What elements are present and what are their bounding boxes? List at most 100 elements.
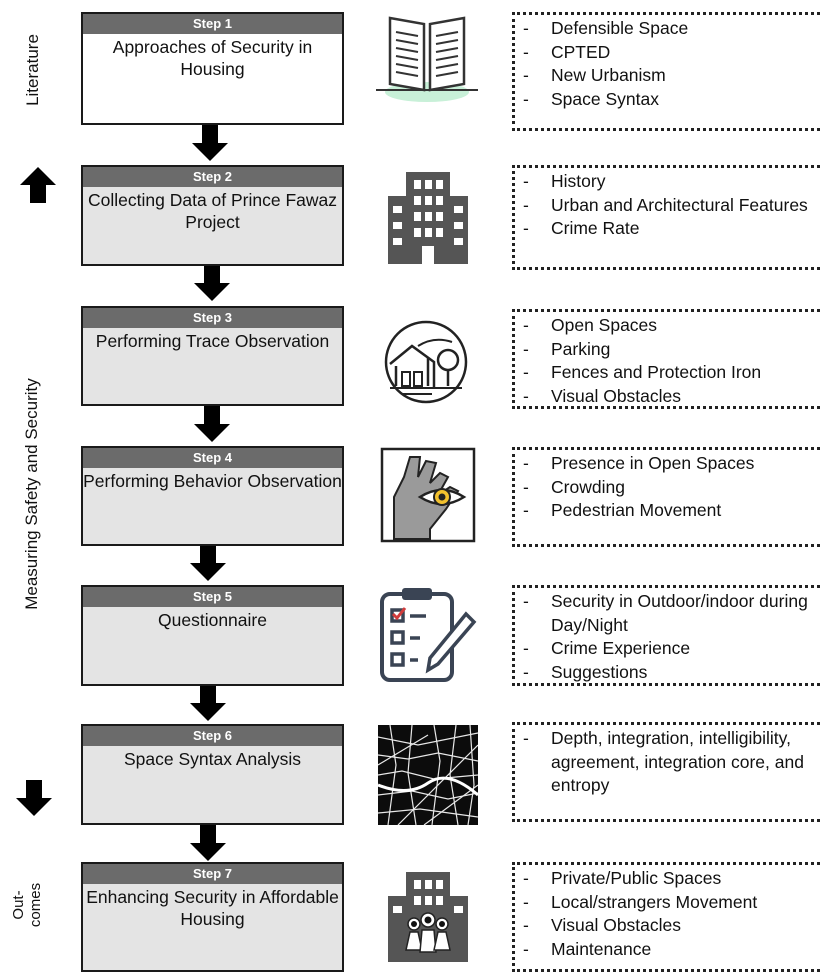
list-item: - New Urbanism [523,64,823,88]
list-item-text: Depth, integration, intelligibility, agr… [551,728,804,795]
list-item: - History [523,170,823,194]
list-bullet: - [523,638,529,658]
list-item-text: History [551,171,606,191]
list-item: -Suggestions [523,661,823,685]
step-3-box: Step 3 Performing Trace Observation [81,306,344,406]
list-item: - Defensible Space [523,17,823,41]
step-1-header: Step 1 [83,14,342,34]
list-item-text: Pedestrian Movement [551,500,722,520]
list-item-text: Security in Outdoor/indoor during Day/Ni… [551,591,808,635]
list-bullet: - [523,18,529,38]
list-bullet: - [523,218,529,238]
list-item-text: Crime Experience [551,638,691,658]
up-arrow-icon [20,167,56,203]
list-item: - Depth, integration, intelligibility, ag… [523,727,823,798]
step-5-details: - Security in Outdoor/indoor during Day/N… [512,585,823,686]
list-bullet: - [523,315,529,335]
list-item: - Space Syntax [523,88,823,112]
list-item-text: Fences and Protection Iron [551,362,762,382]
list-item: - Visual Obstacles [523,385,823,409]
list-item: - Pedestrian Movement [523,499,823,523]
side-label-outcomes: Out- comes [10,875,44,935]
list-item: - Security in Outdoor/indoor during Day/N… [523,590,823,637]
list-item: - Urban and Architectural Features [523,194,823,218]
list-item-text: Urban and Architectural Features [551,194,808,215]
landscape-circle-icon [384,320,468,404]
side-label-outcomes-line2: comes [27,882,44,928]
step-2-details: - History - Urban and Architectural Featur… [512,165,823,270]
list-item-text: Private/Public Spaces [551,868,722,888]
list-bullet: - [523,385,529,406]
step-4-box: Step 4 Performing Behavior Observation [81,446,344,546]
list-bullet: - [523,661,529,682]
list-item: -CPTED [523,41,823,65]
list-item: -Private/Public Spaces [523,867,823,891]
step-1-details: -Defensible Space -CPTED -New Urbanism -… [512,12,823,131]
side-label-outcomes-line1: Out- [10,890,27,920]
list-bullet: - [523,88,529,109]
list-item-text: Space Syntax [551,88,659,109]
list-item: -Presence in Open Spaces [523,452,823,476]
step-6-title: Space Syntax Analysis [123,749,302,769]
list-item: - Crime Rate [523,217,823,241]
flow-arrow-3-4 [194,406,230,442]
list-item: - Local/strangers Movement [523,891,823,915]
list-bullet: - [523,194,529,215]
step-6-box: Step 6 Space Syntax Analysis [81,724,344,825]
list-item: - Maintenance [523,938,823,962]
step-7-box: Step 7 Enhancing Security in Affordable … [81,862,344,972]
building-icon [388,172,468,264]
step-2-header: Step 2 [83,167,342,187]
step-5-box: Step 5 Questionnaire [81,585,344,686]
list-bullet: - [523,500,529,520]
list-bullet: - [523,938,529,959]
flow-arrow-1-2 [192,125,228,161]
step-4-header: Step 4 [83,448,342,468]
step-2-title: Collecting Data of Prince Fawaz Project [88,190,337,232]
step-3-title: Performing Trace Observation [95,331,330,351]
list-item: - Parking [523,338,823,362]
list-item-text: Local/strangers Movement [551,891,758,912]
step-5-title: Questionnaire [158,610,267,630]
street-map-icon [378,725,478,825]
step-1-title: Approaches of Security in Housing [112,37,313,79]
list-item-text: Crime Rate [551,218,640,238]
list-item: -Fences and Protection Iron [523,361,823,385]
list-bullet: - [523,591,529,611]
step-1-box: Step 1 Approaches of Security in Housing [81,12,344,125]
building-people-icon [388,872,468,962]
list-item-text: Parking [551,338,611,359]
flow-arrow-4-5 [190,545,226,581]
list-item-text: Open Spaces [551,315,658,335]
list-bullet: - [523,65,529,85]
list-item-text: Maintenance [551,938,652,959]
list-bullet: - [523,453,529,473]
side-label-measuring: Measuring Safety and Security [22,378,41,610]
step-3-header: Step 3 [83,308,342,328]
list-bullet: - [523,915,529,935]
list-bullet: - [523,728,529,748]
step-4-title: Performing Behavior Observation [83,471,342,491]
step-6-header: Step 6 [83,726,342,746]
list-item: - Open Spaces [523,314,823,338]
clipboard-checklist-icon [380,588,477,682]
step-5-header: Step 5 [83,587,342,607]
side-label-literature: Literature [23,34,42,106]
list-item-text: CPTED [551,41,611,62]
flow-arrow-5-6 [190,685,226,721]
step-6-details: - Depth, integration, intelligibility, ag… [512,722,823,822]
list-item: -Crowding [523,476,823,500]
list-item-text: Visual Obstacles [551,915,682,935]
list-bullet: - [523,338,529,359]
list-bullet: - [523,891,529,912]
list-item-text: Defensible Space [551,18,689,38]
list-item-text: New Urbanism [551,65,666,85]
step-7-header: Step 7 [83,864,342,884]
step-7-title: Enhancing Security in Affordable Housing [86,887,339,929]
list-item-text: Visual Obstacles [551,385,682,406]
step-2-box: Step 2 Collecting Data of Prince Fawaz P… [81,165,344,266]
hand-eye-icon [380,447,476,543]
flow-arrow-2-3 [194,265,230,301]
list-item: - Crime Experience [523,637,823,661]
list-bullet: - [523,171,529,191]
